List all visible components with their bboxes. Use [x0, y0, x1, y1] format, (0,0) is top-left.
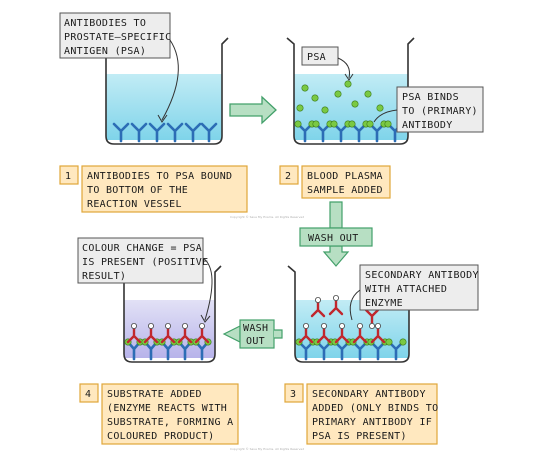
callout-psa-binds-line: ANTIBODY: [402, 120, 453, 131]
step-text: REACTION VESSEL: [87, 199, 182, 210]
callout-psa-binds: PSA BINDS TO (PRIMARY) ANTIBODY: [373, 86, 484, 133]
step-text: ADDED (ONLY BINDS TO: [312, 403, 438, 414]
beaker-step-4: [117, 265, 222, 363]
callout-secondary-line: WITH ATTACHED: [365, 284, 447, 295]
wash-out-arrow-left: WASH OUT: [222, 319, 283, 349]
beaker-step-2: [286, 37, 415, 145]
step-text: PSA IS PRESENT): [312, 431, 407, 442]
callout-psa-binds-line: TO (PRIMARY): [402, 106, 478, 117]
wash-out-arrow-down: WASH OUT: [299, 201, 373, 267]
callout-secondary: SECONDARY ANTIBODY WITH ATTACHED ENZYME: [349, 264, 479, 321]
step-3-label: 3 SECONDARY ANTIBODY ADDED (ONLY BINDS T…: [284, 383, 438, 445]
enzymes: [130, 322, 205, 329]
callout-antibodies-line: ANTIBODIES TO: [64, 18, 146, 29]
wash-out-label: WASH OUT: [308, 233, 359, 244]
step-text: TO BOTTOM OF THE: [87, 185, 188, 196]
arrow-right-1: [229, 95, 277, 125]
beaker-step-1: [99, 37, 229, 145]
callout-antibodies-line: ANTIGEN (PSA): [64, 46, 146, 57]
callout-psa-line: PSA: [307, 52, 326, 63]
callout-colour-line: IS PRESENT (POSITIVE: [82, 257, 208, 268]
callout-psa: PSA: [301, 46, 354, 81]
step-1-label: 1 ANTIBODIES TO PSA BOUND TO BOTTOM OF T…: [59, 165, 248, 213]
step-number: 4: [85, 389, 91, 400]
step-text: COLOURED PRODUCT): [107, 431, 214, 442]
step-text: PRIMARY ANTIBODY IF: [312, 417, 432, 428]
copyright-note: Copyright © Save My Exams. All Rights Re…: [230, 447, 304, 451]
step-number: 2: [285, 171, 291, 182]
callout-colour-line: RESULT): [82, 271, 126, 282]
step-text: ANTIBODIES TO PSA BOUND: [87, 171, 232, 182]
enzymes: [302, 294, 381, 329]
step-4-label: 4 SUBSTRATE ADDED (ENZYME REACTS WITH SU…: [79, 383, 239, 445]
secondary-antibodies: [298, 298, 386, 344]
step-text: SAMPLE ADDED: [307, 185, 383, 196]
wash-out-label: WASH: [243, 323, 268, 334]
callout-antibodies-line: PROSTATE–SPECIFIC: [64, 32, 171, 43]
callout-psa-binds-line: PSA BINDS: [402, 92, 459, 103]
step-2-label: 2 BLOOD PLASMA SAMPLE ADDED: [279, 165, 391, 199]
callout-secondary-line: SECONDARY ANTIBODY: [365, 270, 479, 281]
step-text: SUBSTRATE, FORMING A: [107, 417, 233, 428]
beaker-step-3: [287, 265, 416, 363]
step-text: SUBSTRATE ADDED: [107, 389, 202, 400]
step-text: (ENZYME REACTS WITH: [107, 403, 227, 414]
callout-colour-line: COLOUR CHANGE = PSA: [82, 243, 202, 254]
callout-colour-change: COLOUR CHANGE = PSA IS PRESENT (POSITIVE…: [77, 237, 213, 323]
callout-secondary-line: ENZYME: [365, 298, 403, 309]
step-number: 1: [65, 171, 71, 182]
step-number: 3: [290, 389, 296, 400]
copyright-note: Copyright © Save My Exams. All Rights Re…: [230, 215, 304, 219]
primary-antibodies: [112, 122, 218, 143]
step-text: SECONDARY ANTIBODY: [312, 389, 426, 400]
step-text: BLOOD PLASMA: [307, 171, 383, 182]
secondary-antibodies: [126, 326, 210, 344]
callout-antibodies: ANTIBODIES TO PROSTATE–SPECIFIC ANTIGEN …: [59, 12, 179, 123]
wash-out-label: OUT: [246, 336, 265, 347]
